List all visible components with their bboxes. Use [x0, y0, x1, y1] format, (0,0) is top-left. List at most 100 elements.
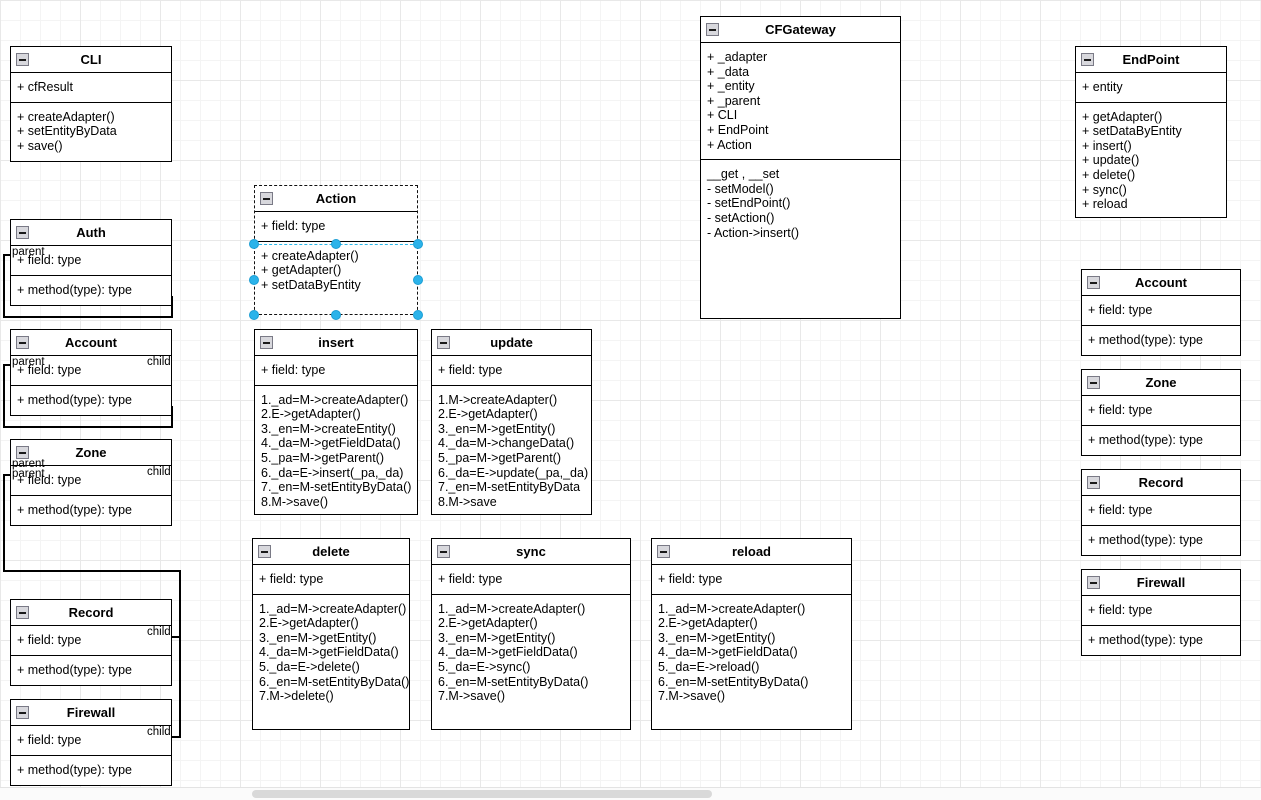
collapse-minus-icon[interactable] [1087, 276, 1100, 289]
attribute-line: + _entity [707, 79, 755, 94]
class-header-action[interactable]: Action [255, 186, 417, 212]
class-methods-firewall-left: + method(type): type [11, 754, 171, 785]
collapse-minus-icon[interactable] [260, 192, 273, 205]
horizontal-scrollbar[interactable] [0, 787, 1261, 800]
handle-s[interactable] [331, 310, 341, 320]
class-header-cli[interactable]: CLI [11, 47, 171, 73]
uml-class-cfgateway[interactable]: CFGateway+ _adapter+ _data+ _entity+ _pa… [700, 16, 901, 319]
class-header-insert[interactable]: insert [255, 330, 417, 356]
method-line: 5._da=E->sync() [438, 659, 531, 674]
class-header-zone-left[interactable]: Zone [11, 440, 171, 466]
method-line: 2.E->getAdapter() [261, 407, 361, 422]
collapse-minus-icon[interactable] [1087, 476, 1100, 489]
method-line: 3._en=M->createEntity() [261, 421, 396, 436]
class-attributes-account-right: + field: type [1082, 296, 1240, 325]
class-methods-account-left: + method(type): type [11, 384, 171, 415]
class-header-record-right[interactable]: Record [1082, 470, 1240, 496]
class-header-record-left[interactable]: Record [11, 600, 171, 626]
class-name: Account [65, 335, 117, 350]
method-line: 2.E->getAdapter() [438, 407, 538, 422]
uml-class-record-right[interactable]: Record+ field: type+ method(type): type [1081, 469, 1241, 556]
attribute-line: + CLI [707, 108, 738, 123]
handle-w[interactable] [249, 275, 259, 285]
collapse-minus-icon[interactable] [706, 23, 719, 36]
handle-nw[interactable] [249, 239, 259, 249]
collapse-minus-icon[interactable] [260, 336, 273, 349]
class-header-update[interactable]: update [432, 330, 591, 356]
method-line: + createAdapter() [261, 248, 359, 263]
collapse-minus-icon[interactable] [16, 706, 29, 719]
class-header-delete[interactable]: delete [253, 539, 409, 565]
collapse-minus-icon[interactable] [16, 446, 29, 459]
handle-se[interactable] [413, 310, 423, 320]
uml-class-account-right[interactable]: Account+ field: type+ method(type): type [1081, 269, 1241, 356]
method-line: 7.M->save() [438, 689, 506, 704]
method-line: + method(type): type [17, 392, 132, 407]
handle-e[interactable] [413, 275, 423, 285]
attribute-line: + _parent [707, 93, 761, 108]
handle-ne[interactable] [413, 239, 423, 249]
class-header-account-left[interactable]: Account [11, 330, 171, 356]
class-name: Record [68, 605, 114, 620]
collapse-minus-icon[interactable] [16, 606, 29, 619]
uml-class-zone-right[interactable]: Zone+ field: type+ method(type): type [1081, 369, 1241, 456]
class-methods-account-right: + method(type): type [1082, 324, 1240, 355]
collapse-minus-icon[interactable] [16, 336, 29, 349]
collapse-minus-icon[interactable] [657, 545, 670, 558]
class-name: Auth [76, 225, 106, 240]
method-line: 7._en=M-setEntityByData() [261, 480, 412, 495]
class-header-firewall-right[interactable]: Firewall [1082, 570, 1240, 596]
method-line: - setAction() [707, 210, 775, 225]
uml-class-account-left[interactable]: Account+ field: type+ method(type): type [10, 329, 172, 416]
method-line: 3._en=M->getEntity() [658, 630, 776, 645]
uml-class-zone-left[interactable]: Zone+ field: type+ method(type): type [10, 439, 172, 526]
uml-class-cli[interactable]: CLI+ cfResult+ createAdapter()+ setEntit… [10, 46, 172, 162]
uml-class-record-left[interactable]: Record+ field: type+ method(type): type [10, 599, 172, 686]
edge-label-record-child: child [147, 626, 171, 638]
handle-n[interactable] [331, 239, 341, 249]
handle-sw[interactable] [249, 310, 259, 320]
collapse-minus-icon[interactable] [16, 53, 29, 66]
scrollbar-thumb[interactable] [252, 790, 712, 798]
method-line: + method(type): type [17, 282, 132, 297]
collapse-minus-icon[interactable] [1087, 376, 1100, 389]
class-header-cfgateway[interactable]: CFGateway [701, 17, 900, 43]
class-header-auth[interactable]: Auth [11, 220, 171, 246]
method-line: 3._en=M->getEntity() [438, 630, 556, 645]
uml-class-endpoint[interactable]: EndPoint+ entity+ getAdapter()+ setDataB… [1075, 46, 1227, 218]
collapse-minus-icon[interactable] [16, 226, 29, 239]
uml-class-firewall-right[interactable]: Firewall+ field: type+ method(type): typ… [1081, 569, 1241, 656]
class-methods-record-left: + method(type): type [11, 654, 171, 685]
class-attributes-delete: + field: type [253, 565, 409, 594]
collapse-minus-icon[interactable] [437, 545, 450, 558]
class-name: CFGateway [765, 22, 836, 37]
collapse-minus-icon[interactable] [1087, 576, 1100, 589]
uml-class-action[interactable]: Action+ field: type+ createAdapter()+ ge… [254, 185, 418, 315]
class-header-zone-right[interactable]: Zone [1082, 370, 1240, 396]
class-header-account-right[interactable]: Account [1082, 270, 1240, 296]
collapse-minus-icon[interactable] [1081, 53, 1094, 66]
class-header-endpoint[interactable]: EndPoint [1076, 47, 1226, 73]
connector-segment [3, 254, 12, 256]
uml-class-firewall-left[interactable]: Firewall+ field: type+ method(type): typ… [10, 699, 172, 786]
uml-class-auth[interactable]: Auth+ field: type+ method(type): type [10, 219, 172, 306]
class-header-sync[interactable]: sync [432, 539, 630, 565]
class-name: Action [315, 191, 357, 206]
attribute-line: + Action [707, 137, 752, 152]
method-line: - setModel() [707, 181, 774, 196]
class-name: EndPoint [1122, 52, 1180, 67]
class-attributes-reload: + field: type [652, 565, 851, 594]
method-line: + getAdapter() [261, 263, 342, 278]
collapse-minus-icon[interactable] [437, 336, 450, 349]
class-name: update [490, 335, 533, 350]
collapse-minus-icon[interactable] [258, 545, 271, 558]
method-line: 4._da=M->getFieldData() [259, 645, 399, 660]
class-header-firewall-left[interactable]: Firewall [11, 700, 171, 726]
class-header-reload[interactable]: reload [652, 539, 851, 565]
